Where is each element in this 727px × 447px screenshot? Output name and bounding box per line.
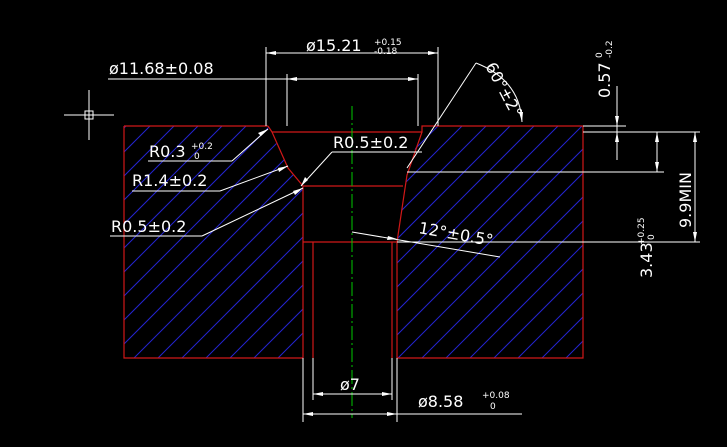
hatch-line xyxy=(0,0,84,447)
hatch-line xyxy=(397,126,583,358)
dim-bore-outer: ø8.58 +0.08 0 xyxy=(418,391,510,412)
svg-text:-0.2: -0.2 xyxy=(605,40,615,58)
hatch-line xyxy=(608,0,727,447)
hatch-line xyxy=(124,126,303,358)
hatch-line xyxy=(0,0,60,447)
hatch-line xyxy=(397,126,445,358)
hatch-line xyxy=(397,126,583,358)
svg-text:+0.2: +0.2 xyxy=(191,142,213,152)
dim-bore-inner: ø7 xyxy=(340,375,360,394)
dim-top-flat: ø11.68±0.08 xyxy=(109,59,214,78)
hatch-line xyxy=(344,0,727,447)
svg-text:0.57: 0.57 xyxy=(595,62,614,98)
dim-cone-depth: 3.43 +0.25 0 xyxy=(637,217,657,278)
hatch-line xyxy=(704,0,727,447)
hatch-line xyxy=(397,126,469,358)
svg-text:+0.08: +0.08 xyxy=(482,391,510,401)
dim-radius-top: R0.3 +0.2 0 xyxy=(149,142,213,162)
svg-text:R0.3: R0.3 xyxy=(149,142,186,161)
dim-bore-top: ø15.21 +0.15 -0.18 xyxy=(306,36,402,57)
hatch-line xyxy=(608,0,727,447)
dim-radius-upper-mid: R0.5±0.2 xyxy=(333,133,408,152)
hatch-line xyxy=(124,126,303,358)
svg-text:0: 0 xyxy=(595,52,605,58)
hatch-line xyxy=(397,126,583,358)
hatch-line xyxy=(397,126,583,358)
svg-text:+0.15: +0.15 xyxy=(374,38,402,48)
hatch-line xyxy=(295,126,303,358)
hatch-line xyxy=(536,0,727,447)
dimension-arrowheads xyxy=(258,51,697,416)
dim-total-depth: 9.9MIN xyxy=(676,172,695,228)
dimension-lines xyxy=(108,47,700,422)
hatch-line xyxy=(124,126,303,358)
svg-text:ø8.58: ø8.58 xyxy=(418,392,463,411)
hatch-line xyxy=(0,0,60,447)
hatch-line xyxy=(124,126,303,358)
svg-text:+0.25: +0.25 xyxy=(637,217,647,245)
hatch-line xyxy=(0,0,108,447)
dim-step-depth: 0.57 0 -0.2 xyxy=(595,40,615,98)
svg-text:-0.18: -0.18 xyxy=(374,47,398,57)
svg-text:0: 0 xyxy=(194,152,200,162)
hatch-line xyxy=(124,126,303,358)
hatch-line xyxy=(397,126,583,358)
hatch-line xyxy=(124,126,303,358)
dim-chamfer-angle: 60°±2° xyxy=(481,59,526,121)
hatch-line xyxy=(0,0,84,447)
svg-text:3.43: 3.43 xyxy=(637,242,656,278)
svg-text:0: 0 xyxy=(490,402,496,412)
part-outline xyxy=(123,125,584,359)
svg-text:0: 0 xyxy=(647,234,657,240)
hatch-line xyxy=(704,0,727,447)
svg-text:ø15.21: ø15.21 xyxy=(306,36,362,55)
hatch-line xyxy=(397,126,583,358)
hatch-line xyxy=(535,126,583,358)
hatch-line xyxy=(124,126,303,358)
hatch-line xyxy=(0,0,108,447)
hatch-line xyxy=(320,0,727,447)
dim-radius-lower: R0.5±0.2 xyxy=(111,217,186,236)
hatch-line xyxy=(397,126,583,358)
crosshair-cursor-icon xyxy=(64,90,114,140)
hatch-line xyxy=(397,126,583,358)
dim-radius-mid: R1.4±0.2 xyxy=(132,171,207,190)
